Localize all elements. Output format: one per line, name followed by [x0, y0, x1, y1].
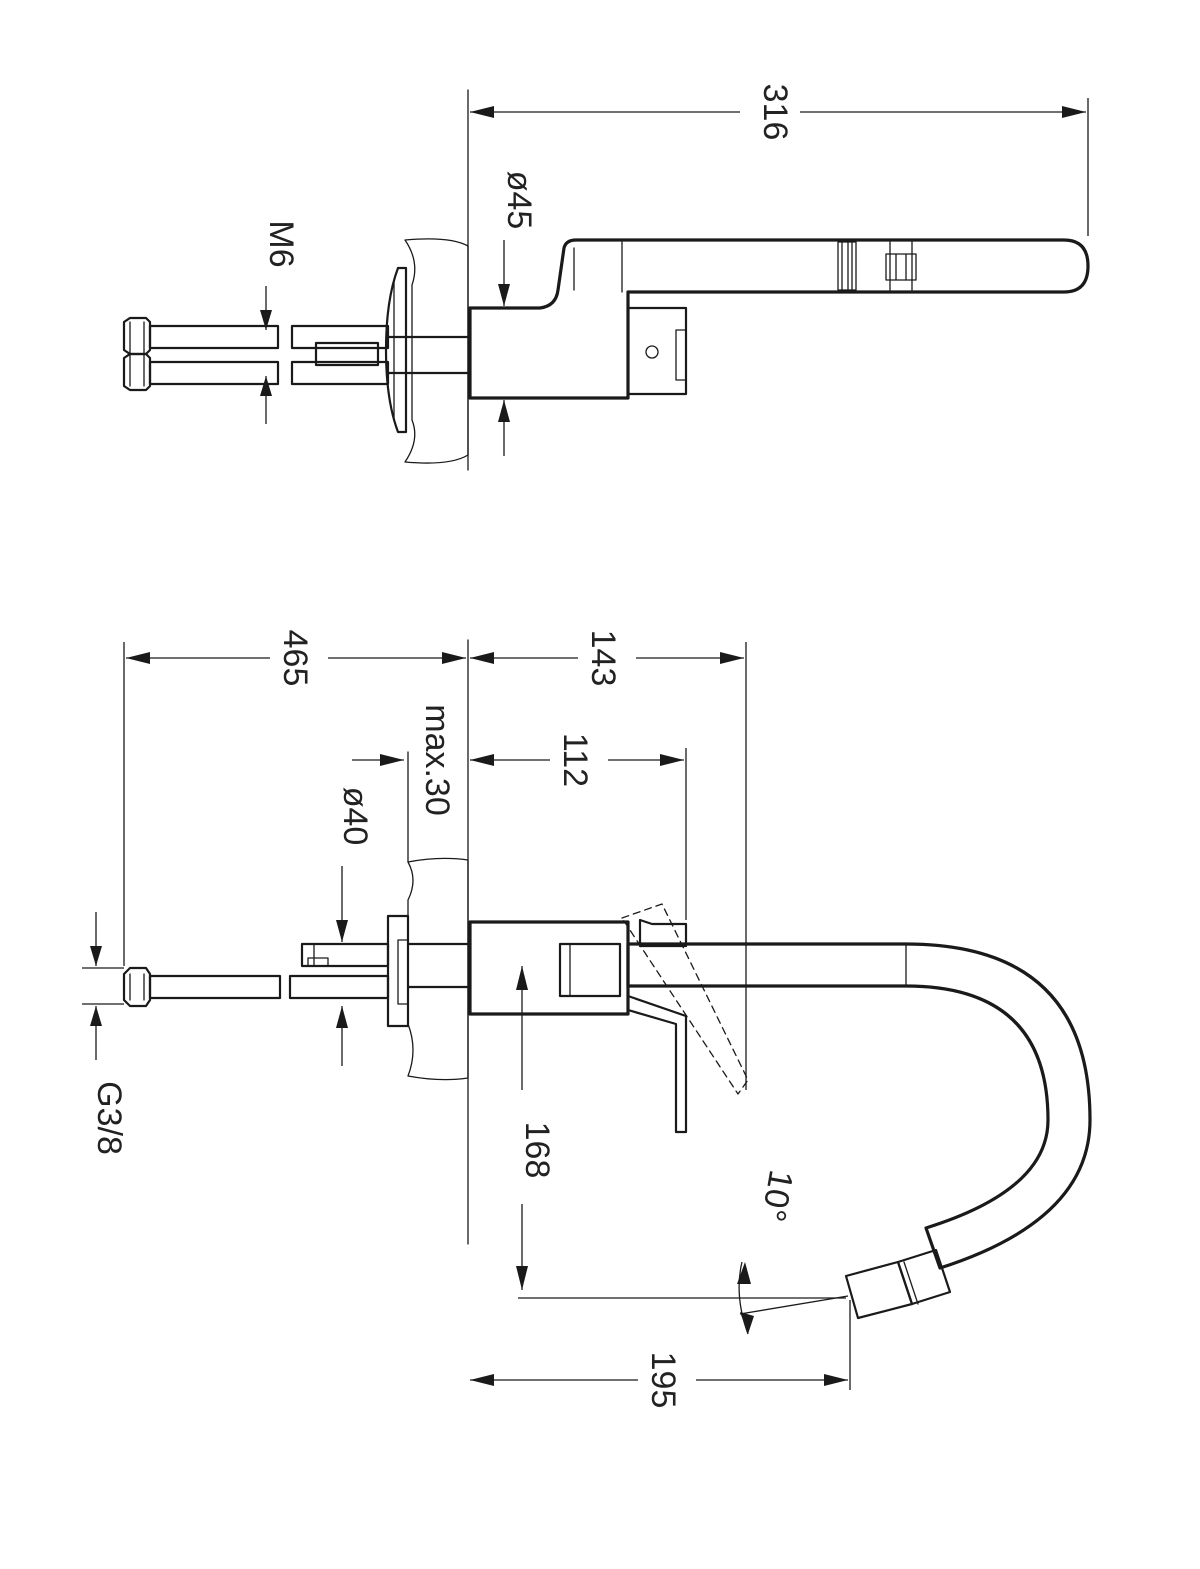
- top-lever-icon: [645, 345, 659, 359]
- side-dim-143: 143: [470, 620, 747, 1090]
- side-fixing-stud: [300, 942, 390, 968]
- side-dim-10deg: 10°: [737, 1167, 849, 1335]
- dim-m6-label: M6: [262, 220, 300, 267]
- side-dim-112: 112: [510, 722, 687, 920]
- top-view: 316 ø45 M6: [122, 84, 1090, 471]
- dim-112-label: 112: [556, 733, 594, 787]
- side-dim-168: 168: [516, 966, 846, 1299]
- dim-168-label: 168: [518, 1122, 556, 1179]
- side-dim-195: 195: [470, 1300, 851, 1418]
- dim-g38-label: G3/8: [90, 1081, 128, 1155]
- top-hoses: [148, 324, 470, 386]
- dim-465-label: 465: [276, 630, 314, 687]
- top-hex-nuts: [122, 316, 152, 392]
- dim-143-label: 143: [584, 630, 622, 687]
- dim-d40-label: ø40: [336, 787, 374, 846]
- top-dim-316: 316: [470, 84, 1089, 236]
- dim-316-label: 316: [756, 84, 794, 141]
- top-wall-section: [404, 89, 469, 471]
- side-faucet-body: [468, 903, 1092, 1320]
- dim-d45-label: ø45: [500, 171, 538, 230]
- side-dim-max30: max.30: [352, 704, 510, 816]
- top-dim-diameter-45: ø45: [498, 171, 538, 456]
- side-aerator: [844, 1248, 952, 1320]
- dim-195-label: 195: [644, 1352, 682, 1409]
- side-lever: [621, 903, 749, 1134]
- side-dim-465: 465: [123, 620, 466, 966]
- side-rosette: [386, 914, 410, 1028]
- side-wall-section: [407, 639, 469, 1245]
- side-dim-g38: G3/8: [82, 912, 128, 1155]
- top-dim-m6: M6: [260, 220, 300, 424]
- top-aerator: [837, 241, 917, 291]
- dim-10deg-label: 10°: [754, 1167, 800, 1224]
- top-rosette: [384, 266, 408, 434]
- top-faucet-body: [468, 238, 1090, 400]
- side-hose: [148, 942, 470, 1000]
- side-view: 465 143 max.30 112: [82, 620, 1092, 1418]
- side-hex-nut: [122, 966, 152, 1008]
- dim-max30-label: max.30: [418, 704, 456, 816]
- side-dim-diameter-40: ø40: [336, 787, 374, 1066]
